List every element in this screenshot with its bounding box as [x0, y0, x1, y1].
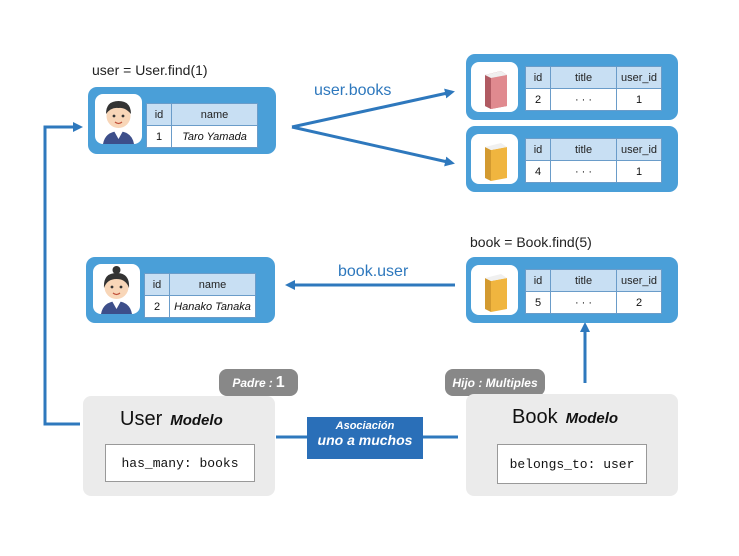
book-table-4: id title user_id 4 · · · 1 — [525, 138, 662, 183]
column-header: user_id — [616, 66, 662, 89]
user-model-loop-arrow — [43, 122, 83, 426]
belongs-to-code: belongs_to: user — [497, 444, 647, 484]
book-model-name: Book — [512, 406, 558, 428]
column-header: id — [525, 66, 551, 89]
user-find-label: user = User.find(1) — [92, 62, 208, 78]
padre-separator: : — [268, 375, 273, 390]
book-model-title: Book Modelo — [512, 406, 618, 429]
book-user-label: book.user — [338, 263, 409, 280]
column-header: name — [171, 103, 258, 126]
user-model-box: User Modelo has_many: books — [83, 396, 275, 496]
book-icon — [471, 265, 518, 315]
user-books-label: user.books — [314, 82, 392, 99]
table-cell: · · · — [550, 88, 617, 111]
table-cell: 1 — [146, 125, 172, 148]
book-table-5: id title user_id 5 · · · 2 — [525, 269, 662, 314]
user-table-taro: id name 1 Taro Yamada — [146, 103, 258, 148]
table-cell: 5 — [525, 291, 551, 314]
column-header: user_id — [616, 138, 662, 161]
padre-value: 1 — [275, 373, 285, 391]
padre-pill: Padre:1 — [219, 369, 298, 396]
book-record-card-4: id title user_id 4 · · · 1 — [466, 126, 678, 192]
user-model-title: User Modelo — [120, 408, 223, 431]
female-user-avatar-icon — [93, 264, 140, 314]
padre-label: Padre — [232, 375, 266, 390]
table-cell: 4 — [525, 160, 551, 183]
association-line2: uno a muchos — [317, 432, 413, 448]
table-cell: Taro Yamada — [171, 125, 258, 148]
table-cell: 1 — [616, 88, 662, 111]
user-books-arrow — [291, 88, 455, 167]
table-cell: Hanako Tanaka — [169, 295, 256, 318]
association-line1: Asociación — [335, 420, 395, 432]
book-table-2: id title user_id 2 · · · 1 — [525, 66, 662, 111]
table-cell: 1 — [616, 160, 662, 183]
user-table-hanako: id name 2 Hanako Tanaka — [144, 273, 256, 318]
hijo-pill: Hijo : Multiples — [445, 369, 545, 396]
column-header: id — [144, 273, 170, 296]
user-model-tag: Modelo — [170, 412, 223, 429]
column-header: id — [146, 103, 172, 126]
table-cell: 2 — [525, 88, 551, 111]
column-header: id — [525, 269, 551, 292]
male-user-avatar-icon — [95, 94, 142, 144]
table-cell: · · · — [550, 160, 617, 183]
column-header: name — [169, 273, 256, 296]
book-find-label: book = Book.find(5) — [470, 234, 592, 250]
has-many-code: has_many: books — [105, 444, 255, 482]
user-record-card-hanako: id name 2 Hanako Tanaka — [86, 257, 275, 323]
user-model-name: User — [120, 408, 163, 430]
association-badge: Asociación uno a muchos — [307, 417, 423, 459]
column-header: id — [525, 138, 551, 161]
table-cell: 2 — [616, 291, 662, 314]
column-header: title — [550, 138, 617, 161]
book-icon — [471, 62, 518, 112]
table-cell: 2 — [144, 295, 170, 318]
column-header: user_id — [616, 269, 662, 292]
book-record-card-2: id title user_id 2 · · · 1 — [466, 54, 678, 120]
book-model-box: Book Modelo belongs_to: user — [466, 394, 678, 496]
user-record-card-taro: id name 1 Taro Yamada — [88, 87, 276, 154]
book-model-tag: Modelo — [565, 410, 619, 427]
column-header: title — [550, 66, 617, 89]
book-record-card-5: id title user_id 5 · · · 2 — [466, 257, 678, 323]
book-icon — [471, 134, 518, 184]
column-header: title — [550, 269, 617, 292]
table-cell: · · · — [550, 291, 617, 314]
